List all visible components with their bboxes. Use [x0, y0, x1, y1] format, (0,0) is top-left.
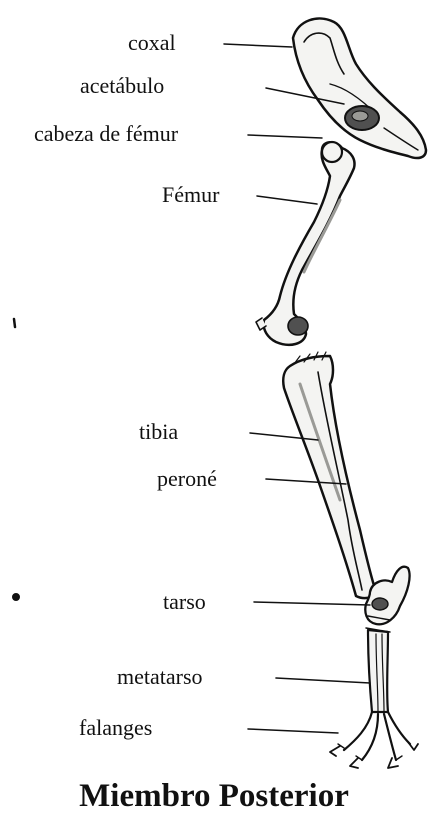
tibia-fibula-bones [283, 352, 376, 598]
femur-bone [256, 142, 355, 345]
leader-line-femur [257, 196, 317, 204]
label-perone: peroné [157, 467, 217, 491]
scan-speck [14, 319, 15, 327]
leader-line-cabeza-femur [248, 135, 322, 138]
label-tarso: tarso [163, 590, 206, 614]
label-falanges: falanges [79, 716, 152, 740]
label-metatarso: metatarso [117, 665, 203, 689]
label-tibia: tibia [139, 420, 178, 444]
phalanges-bones [330, 712, 418, 768]
leader-line-tarso [254, 602, 370, 605]
label-acetabulo: acetábulo [80, 74, 164, 98]
leader-line-coxal [224, 44, 292, 47]
leader-line-metatarso [276, 678, 370, 683]
label-femur: Fémur [162, 183, 219, 207]
scan-speck [13, 594, 20, 601]
label-coxal: coxal [128, 31, 176, 55]
leader-line-falanges [248, 729, 338, 733]
label-cabeza-de-femur: cabeza de fémur [34, 122, 178, 146]
diagram-caption: Miembro Posterior [0, 776, 428, 816]
metatarsus-bones [368, 630, 388, 712]
